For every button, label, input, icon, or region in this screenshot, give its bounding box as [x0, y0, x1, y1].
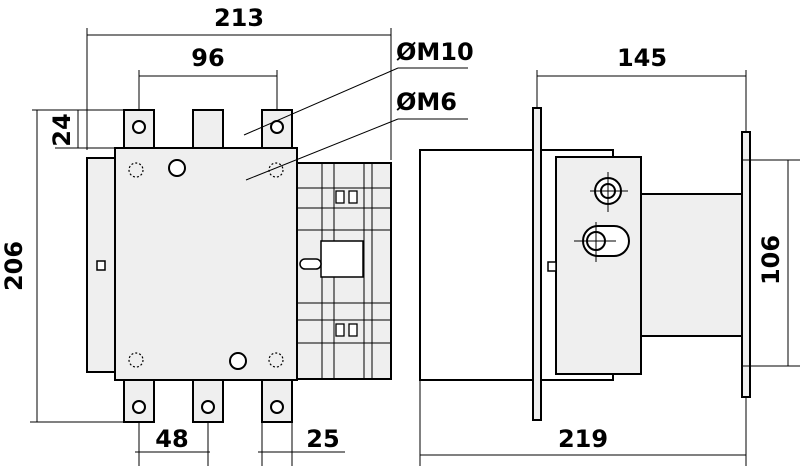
side-screw-top — [590, 172, 628, 212]
thread-small-label: ØM6 — [396, 88, 457, 116]
front-left-slot — [96, 260, 106, 271]
front-left-skirt — [86, 157, 116, 373]
side-mount-plate-left — [532, 107, 542, 421]
aux-contact-block — [296, 162, 392, 380]
top-screw-hole — [168, 159, 186, 177]
front-main-body — [114, 147, 298, 381]
side-screw-bottom — [574, 222, 630, 262]
front-view: 213 96 24 206 48 25 ØM10 ØM6 — [0, 4, 474, 466]
dim-overall-height: 206 — [0, 241, 28, 291]
mounting-holes — [128, 162, 284, 368]
side-view: 145 219 106 — [419, 44, 800, 466]
dim-terminal-spacing-top: 96 — [191, 44, 224, 72]
side-slot — [547, 261, 557, 272]
bottom-screw-hole — [229, 352, 247, 370]
dim-terminal-offset: 25 — [306, 425, 339, 453]
side-neck — [640, 193, 743, 337]
dim-terminal-height: 24 — [48, 113, 76, 146]
dim-mount-hole-spacing: 106 — [757, 235, 785, 285]
top-terminals — [123, 109, 293, 153]
thread-large-label: ØM10 — [396, 38, 474, 66]
dim-side-overall: 219 — [558, 425, 608, 453]
dim-overall-width: 213 — [214, 4, 264, 32]
side-mount-plate-right — [741, 131, 751, 398]
bottom-terminals — [123, 379, 293, 423]
dim-terminal-spacing-bottom: 48 — [155, 425, 188, 453]
dim-side-depth: 145 — [617, 44, 667, 72]
